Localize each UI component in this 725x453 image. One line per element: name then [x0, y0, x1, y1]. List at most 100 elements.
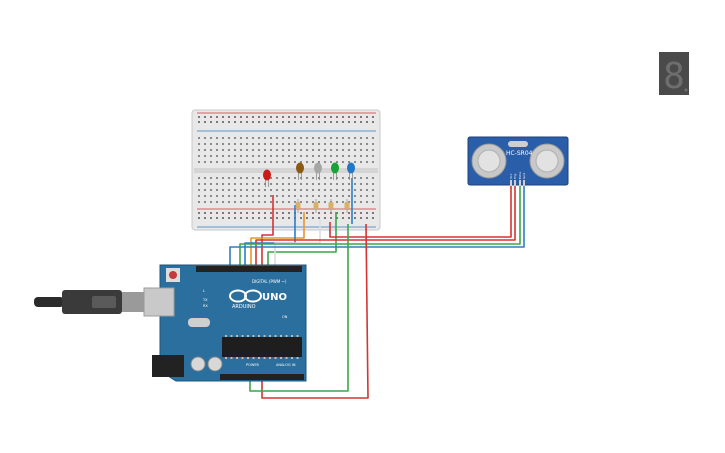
bb-hole [288, 177, 290, 179]
bb-hole [210, 201, 212, 203]
bb-hole [324, 161, 326, 163]
bb-hole [216, 189, 218, 191]
bb-hole [336, 137, 338, 139]
bb-hole [330, 137, 332, 139]
sensor-transducer-right-mesh [535, 149, 559, 173]
resistors [295, 199, 350, 213]
bb-hole [270, 149, 272, 151]
bb-hole [336, 149, 338, 151]
usb-logo-area [92, 296, 116, 308]
bb-hole [288, 217, 290, 219]
bb-hole [246, 121, 248, 123]
bb-hole [366, 161, 368, 163]
bb-hole [354, 177, 356, 179]
arduino-uno[interactable]: UNO ARDUINO DIGITAL (PWM ~) POWER ANALOG… [143, 264, 307, 382]
bb-hole [324, 189, 326, 191]
bb-hole [360, 217, 362, 219]
bb-hole [324, 121, 326, 123]
bb-hole [306, 121, 308, 123]
bb-hole [276, 155, 278, 157]
bb-hole [258, 195, 260, 197]
bb-hole [360, 201, 362, 203]
power-label: POWER [246, 363, 260, 367]
bb-hole [264, 201, 266, 203]
bb-hole [372, 121, 374, 123]
bb-hole [354, 137, 356, 139]
bb-hole [204, 201, 206, 203]
bb-hole [282, 217, 284, 219]
wire-green-led [267, 212, 337, 268]
bb-hole [282, 143, 284, 145]
led-4[interactable] [331, 162, 339, 181]
bb-hole [372, 177, 374, 179]
bb-hole [336, 155, 338, 157]
bb-hole [258, 189, 260, 191]
bb-hole [264, 149, 266, 151]
bb-hole [204, 155, 206, 157]
bb-hole [270, 177, 272, 179]
bb-hole [276, 177, 278, 179]
breadboard[interactable] [191, 109, 381, 231]
leds [263, 162, 355, 188]
bb-hole [306, 161, 308, 163]
bb-hole [354, 183, 356, 185]
seven-segment-display[interactable]: 8 [659, 52, 689, 97]
led-2[interactable] [296, 162, 304, 181]
bb-hole [318, 149, 320, 151]
chip-pin [285, 357, 288, 359]
bb-hole [318, 195, 320, 197]
bb-hole [240, 177, 242, 179]
chip-pin [280, 357, 282, 359]
resistor-1[interactable] [295, 199, 301, 213]
bb-hole [222, 217, 224, 219]
bb-hole [276, 212, 278, 214]
bb-hole [210, 177, 212, 179]
bb-hole [210, 137, 212, 139]
resistor-body [344, 202, 350, 209]
resistor-4[interactable] [344, 199, 350, 213]
wire-power-green [249, 224, 349, 392]
wire-power-red [261, 223, 369, 399]
usb-cable[interactable] [34, 290, 146, 314]
bb-hole [318, 137, 320, 139]
bb-hole [288, 116, 290, 118]
bb-hole [258, 183, 260, 185]
bb-hole [360, 143, 362, 145]
bb-hole [222, 195, 224, 197]
led-1[interactable] [263, 169, 271, 188]
bb-hole [282, 183, 284, 185]
bb-hole [348, 201, 350, 203]
bb-hole [294, 183, 296, 185]
led-3[interactable] [314, 162, 322, 181]
capacitor-2 [207, 356, 223, 372]
bb-hole [300, 161, 302, 163]
l-led-label: L [203, 289, 205, 293]
bb-hole [264, 155, 266, 157]
sensor-pin [523, 180, 525, 186]
bb-hole [366, 183, 368, 185]
chip-pins [225, 335, 299, 359]
display-dot [684, 88, 688, 92]
bb-hole [240, 143, 242, 145]
bb-hole [228, 155, 230, 157]
bb-hole [204, 121, 206, 123]
bb-hole [198, 217, 200, 219]
resistor-3[interactable] [328, 199, 334, 213]
bb-hole [222, 212, 224, 214]
bb-hole [216, 201, 218, 203]
bb-hole [348, 155, 350, 157]
bb-hole [330, 121, 332, 123]
arduino-usb-port [143, 287, 175, 317]
resistor-2[interactable] [313, 199, 319, 213]
led-5[interactable] [347, 162, 355, 181]
bb-hole [264, 217, 266, 219]
bb-hole [360, 177, 362, 179]
bb-hole [330, 183, 332, 185]
bb-hole [324, 217, 326, 219]
bb-hole [306, 177, 308, 179]
bb-hole [264, 161, 266, 163]
bb-hole [210, 212, 212, 214]
bb-hole [234, 121, 236, 123]
